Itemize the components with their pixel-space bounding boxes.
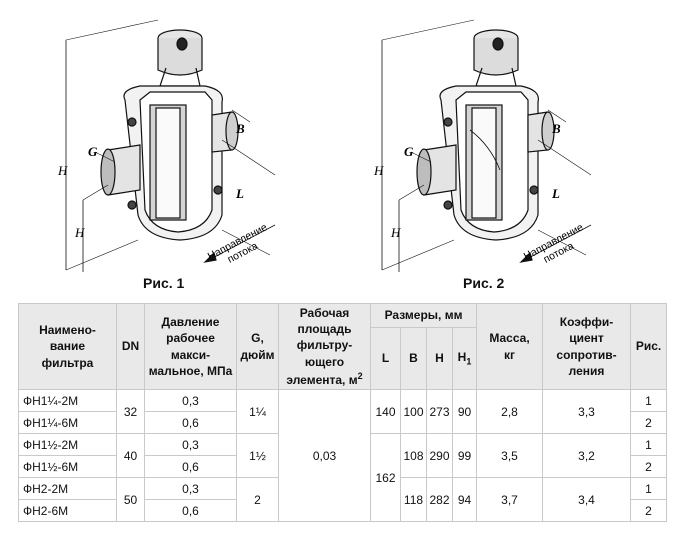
cell-l: 140 [370,389,401,434]
cell-pressure: 0,6 [144,455,237,478]
cell-dn: 32 [116,389,145,434]
figure-2-drawing [381,19,592,272]
table-row: ФН1½-2М 40 0,3 1½ 162 108 290 99 3,5 3,2… [18,433,668,522]
cell-name: ФН1½-6М [18,455,117,478]
cell-name: ФН1¼-2М [18,389,117,412]
cell-pressure: 0,3 [144,477,237,500]
fig2-label-b: B [551,121,561,136]
cell-h: 282 [426,477,453,522]
cell-name: ФН1½-2М [18,433,117,456]
header-dn: DN [116,303,145,390]
fig2-label-g: G [404,144,414,159]
cell-name: ФН2-2М [18,477,117,500]
cell-h: 290 [426,433,453,478]
cell-dn: 50 [116,477,145,522]
cell-pressure: 0,6 [144,499,237,522]
figure-2-caption: Рис. 2 [463,275,505,291]
figure-1-drawing [65,19,276,272]
table-row: ФН2-6М 0,6 2 [18,499,668,522]
fig1-label-h1: H [74,225,85,240]
figure-1-caption: Рис. 1 [143,275,185,291]
cell-name: ФН2-6М [18,499,117,522]
cell-b: 118 [400,477,427,522]
figures-area: H H G B L Направление потока [57,19,592,291]
cell-b: 108 [400,433,427,478]
cell-h1: 94 [451,477,478,522]
header-h1: H1 [451,327,478,390]
cell-mass: 3,5 [476,433,544,478]
cell-coef: 3,4 [542,477,632,522]
cell-mass: 2,8 [476,389,544,434]
cell-fig: 1 [630,477,668,500]
cell-pressure: 0,3 [144,389,237,412]
cell-h1: 99 [451,433,478,478]
cell-h: 273 [426,389,453,434]
header-mass: Масса,кг [476,303,544,390]
fig2-label-h: H [373,163,384,178]
cell-mass: 3,7 [476,477,544,522]
cell-g: 1½ [236,433,279,478]
cell-fig: 1 [630,389,668,412]
fig1-label-g: G [88,144,98,159]
header-h: H [426,327,453,390]
fig1-label-b: B [235,121,245,136]
cell-g: 2 [236,477,279,522]
cell-coef: 3,2 [542,433,632,478]
fig2-label-h1: H [390,225,401,240]
cell-fig: 2 [630,499,668,522]
header-fig: Рис. [630,303,668,390]
cell-b: 100 [400,389,427,434]
header-sizes: Размеры, мм [369,303,478,328]
cell-area: 0,03 [278,389,371,522]
fig1-label-h: H [57,163,68,178]
cell-pressure: 0,3 [144,433,237,456]
fig1-label-l: L [235,186,244,201]
cell-fig: 2 [630,455,668,478]
filter-drawings: H H G B L Направление потока [57,19,592,272]
cell-fig: 2 [630,411,668,434]
cell-fig: 1 [630,433,668,456]
cell-name: ФН1¼-6М [18,411,117,434]
cell-dn: 40 [116,433,145,478]
table-row: ФН1¼-2М 32 0,3 1¼ 0,03 140 100 273 90 2,… [18,389,668,522]
cell-l: 162 [370,433,401,522]
table-row: ФН1½-6М 0,6 2 [18,455,668,478]
header-g: G,дюйм [236,303,279,390]
header-l: L [370,327,401,390]
header-b: B [400,327,427,390]
cell-pressure: 0,6 [144,411,237,434]
cell-h1: 90 [451,389,478,434]
fig2-label-l: L [551,186,560,201]
cell-g: 1¼ [236,389,279,434]
cell-coef: 3,3 [542,389,632,434]
